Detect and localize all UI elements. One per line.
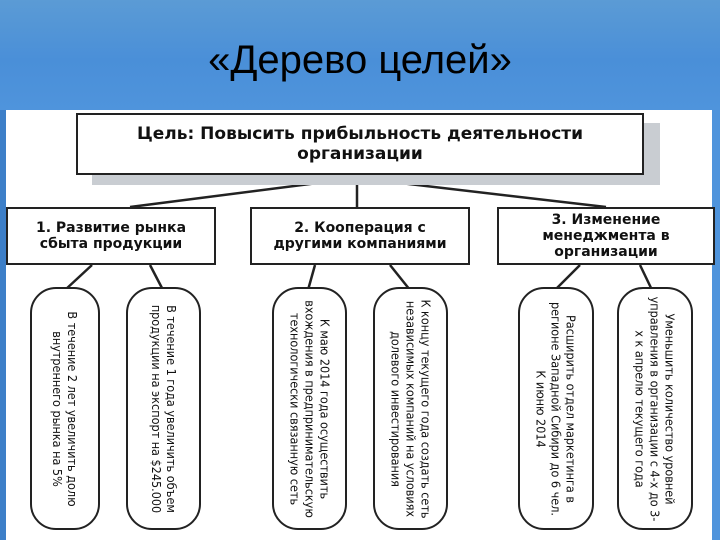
subgoal-label: 1. Развитие рынка сбыта продукции xyxy=(35,220,187,252)
task-text: Расширить отдел маркетинга в регионе Зап… xyxy=(533,301,579,516)
task-pill-6: Уменьшить количество уровней управления … xyxy=(617,287,693,530)
goal-text: Цель: Повысить прибыльность деятельности… xyxy=(136,124,584,164)
connector-sub2-task4 xyxy=(389,264,411,291)
task-text: Уменьшить количество уровней управления … xyxy=(632,296,678,521)
subgoal-label: 3. Изменение менеджмента в организации xyxy=(542,212,670,260)
connector-sub1-task2 xyxy=(148,264,165,291)
connector-sub2-task3 xyxy=(306,264,317,291)
slide-title: «Дерево целей» xyxy=(208,38,512,82)
goal-box: Цель: Повысить прибыльность деятельности… xyxy=(76,113,644,175)
subgoal-label: 2. Кооперация с другими компаниями xyxy=(273,220,447,252)
task-text: В течение 2 лет увеличить долю внутренне… xyxy=(50,310,80,507)
task-pill-3: К маю 2014 года осуществить вхождения в … xyxy=(272,287,347,530)
task-pill-2: В течение 1 года увеличить объем продукц… xyxy=(126,287,201,530)
task-pill-4: К концу текущего года создать сеть незав… xyxy=(373,287,448,530)
task-text: К концу текущего года создать сеть незав… xyxy=(388,298,433,518)
subgoal-box-2: 2. Кооперация с другими компаниями xyxy=(250,207,470,265)
connector-sub3-task6 xyxy=(638,264,654,291)
task-text: К маю 2014 года осуществить вхождения в … xyxy=(287,299,332,518)
slide-left-stripe xyxy=(0,110,6,540)
connector-sub3-task5 xyxy=(554,264,581,291)
task-text: В течение 1 года увеличить объем продукц… xyxy=(148,304,179,513)
task-pill-5: Расширить отдел маркетинга в регионе Зап… xyxy=(518,287,594,530)
subgoal-box-3: 3. Изменение менеджмента в организации xyxy=(497,207,715,265)
task-pill-1: В течение 2 лет увеличить долю внутренне… xyxy=(30,287,100,530)
connector-sub1-task1 xyxy=(64,264,93,291)
subgoal-box-1: 1. Развитие рынка сбыта продукции xyxy=(6,207,216,265)
